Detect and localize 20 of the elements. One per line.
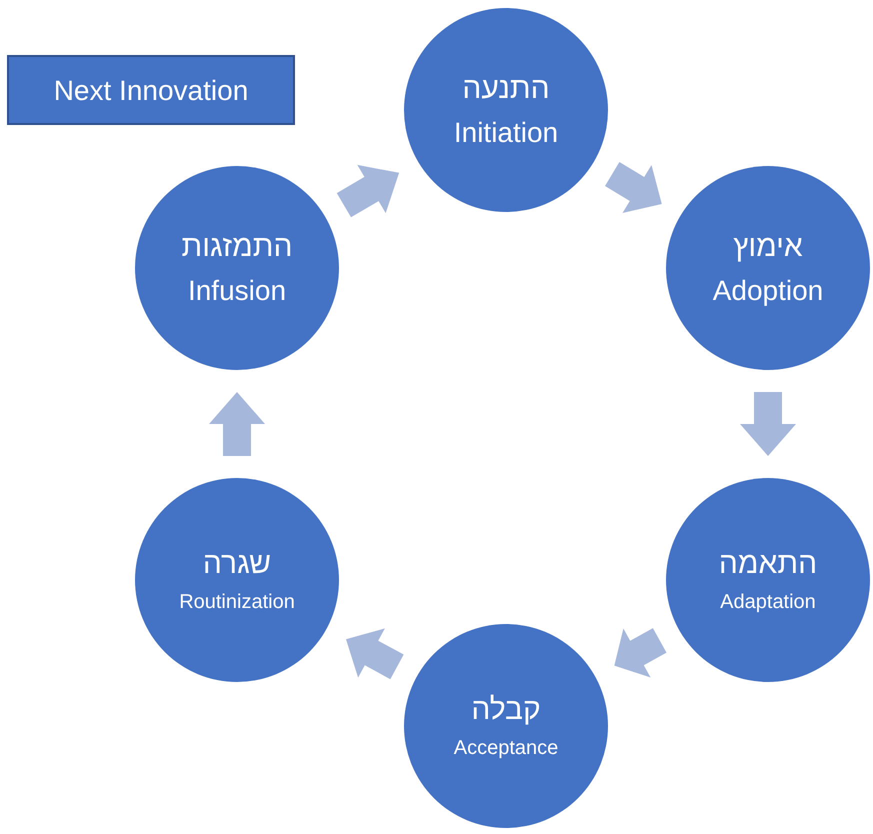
stage-name: קבלה [471, 692, 541, 728]
stage-name: אימוץ [733, 228, 803, 265]
block-arrow [605, 162, 662, 213]
block-arrow [336, 164, 400, 218]
stage-name: התמזגות [182, 228, 292, 265]
stage-name: התאמה [718, 546, 818, 582]
stage-subtitle: Acceptance [454, 736, 558, 762]
stage-name: Next Innovation [54, 74, 248, 108]
block-arrow [209, 392, 265, 456]
stage-subtitle: Adoption [712, 274, 824, 308]
stage-subtitle: Initiation [454, 116, 558, 150]
stage-subtitle: Adaptation [720, 590, 816, 616]
block-arrow [346, 628, 404, 680]
stage-name: התנעה [462, 70, 550, 107]
block-arrow [614, 628, 666, 678]
label-box [7, 55, 295, 125]
stage-name: שגרה [202, 546, 272, 582]
stage-subtitle: Routinization [179, 590, 295, 616]
block-arrow [740, 392, 796, 456]
stage-subtitle: Infusion [188, 274, 286, 308]
